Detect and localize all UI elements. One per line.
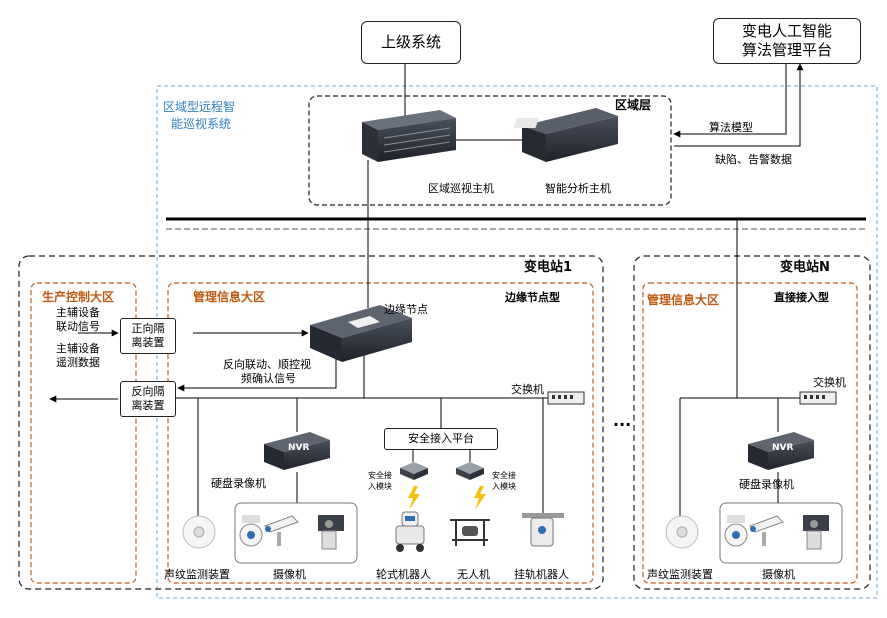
station1-title: 变电站1 xyxy=(524,260,573,275)
region-layer-label: 区域层 xyxy=(615,98,652,112)
edge-node-label: 边缘节点 xyxy=(384,303,428,316)
reverse-isolation-label-1: 反向隔 xyxy=(131,385,165,398)
ptz-camera-icon-N xyxy=(803,515,829,550)
switch-label-N: 交换机 xyxy=(813,376,846,389)
camera-group-1 xyxy=(234,502,358,564)
reverse-signal-label-1: 反向联动、顺控视 xyxy=(223,358,311,371)
edge-type-label: 边缘节点型 xyxy=(505,291,560,304)
bullet-camera-icon-N xyxy=(749,515,784,546)
region-layer-box xyxy=(308,95,672,206)
nvr-label-1: NVR xyxy=(288,443,310,453)
ptz-camera-icon-1 xyxy=(318,515,344,550)
ai-platform-box: 变电人工智能 算法管理平台 xyxy=(713,18,861,64)
management-zone-label-N: 管理信息大区 xyxy=(647,293,720,307)
rail-robot-icon xyxy=(522,513,564,547)
ai-platform-label-2: 算法管理平台 xyxy=(741,41,832,59)
nvr-icon-1 xyxy=(264,432,330,470)
forward-isolation-label-2: 离装置 xyxy=(131,336,165,349)
drone-icon xyxy=(450,519,490,546)
forward-isolation-label-1: 正向隔 xyxy=(131,322,165,335)
aux-linkage-label-1: 主辅设备 xyxy=(56,306,100,319)
remote-system-label-2: 能巡视系统 xyxy=(171,117,232,131)
wireless-icon-1 xyxy=(408,486,420,510)
switch-icon-1 xyxy=(547,391,585,405)
secure-platform-box: 安全接入平台 xyxy=(384,428,498,450)
secure-module-label-1a: 安全接 xyxy=(368,471,392,480)
stationN-title: 变电站N xyxy=(780,260,830,275)
nvr-icon-N xyxy=(748,432,814,470)
secure-module-label-2b: 入模块 xyxy=(492,482,516,491)
direct-type-label: 直接接入型 xyxy=(774,291,829,304)
rail-robot-label: 挂轨机器人 xyxy=(514,568,569,581)
management-zone-label-1: 管理信息大区 xyxy=(193,290,266,304)
dome-camera-icon-N xyxy=(724,515,748,547)
switch-label-1: 交换机 xyxy=(511,383,544,396)
production-zone-label: 生产控制大区 xyxy=(42,290,115,304)
algorithm-model-label: 算法模型 xyxy=(709,121,753,134)
acoustic-label-N: 声纹监测装置 xyxy=(647,568,713,581)
analysis-host-label: 智能分析主机 xyxy=(545,182,611,195)
ellipsis: ··· xyxy=(613,415,631,434)
reverse-isolation-label-2: 离装置 xyxy=(131,399,165,412)
wheeled-robot-label: 轮式机器人 xyxy=(376,568,431,581)
patrol-host-label: 区域巡视主机 xyxy=(428,182,494,195)
camera-label-N: 摄像机 xyxy=(762,568,795,581)
secure-module-icon-2 xyxy=(456,462,484,480)
secure-module-label-1b: 入模块 xyxy=(368,482,392,491)
acoustic-label-1: 声纹监测装置 xyxy=(164,568,230,581)
dvr-label-N: 硬盘录像机 xyxy=(739,478,794,491)
acoustic-monitor-icon-N xyxy=(665,515,699,549)
reverse-signal-label-2: 频确认信号 xyxy=(241,372,296,385)
secure-module-icon-1 xyxy=(400,462,428,480)
analysis-host-icon xyxy=(513,108,618,162)
switch-icon-N xyxy=(799,391,837,405)
drone-label: 无人机 xyxy=(457,568,490,581)
upper-system-label: 上级系统 xyxy=(380,33,441,51)
dome-camera-icon-1 xyxy=(239,515,263,547)
camera-label-1: 摄像机 xyxy=(273,568,306,581)
acoustic-monitor-icon-1 xyxy=(182,515,216,549)
aux-telemetry-label-2: 遥测数据 xyxy=(56,356,100,369)
bullet-camera-icon-1 xyxy=(264,515,299,546)
defect-alarm-label: 缺陷、告警数据 xyxy=(715,153,792,166)
remote-system-label-1: 区域型远程智 xyxy=(163,100,236,114)
dvr-label-1: 硬盘录像机 xyxy=(211,477,266,490)
aux-telemetry-label-1: 主辅设备 xyxy=(56,342,100,355)
secure-platform-label: 安全接入平台 xyxy=(408,432,474,445)
station1-box xyxy=(18,255,604,590)
edge-node-icon xyxy=(310,305,412,362)
wireless-icon-2 xyxy=(474,486,486,510)
secure-module-label-2a: 安全接 xyxy=(492,471,516,480)
management-zone-box-N xyxy=(642,282,858,584)
aux-linkage-label-2: 联动信号 xyxy=(56,320,100,333)
patrol-host-icon xyxy=(362,110,456,162)
camera-group-N xyxy=(719,502,843,564)
reverse-isolation-box: 反向隔 离装置 xyxy=(120,381,176,417)
wheeled-robot-icon xyxy=(395,511,425,552)
forward-isolation-box: 正向隔 离装置 xyxy=(120,318,176,354)
nvr-label-N: NVR xyxy=(772,443,794,453)
ai-platform-label-1: 变电人工智能 xyxy=(741,22,832,40)
upper-system-box: 上级系统 xyxy=(361,21,461,64)
